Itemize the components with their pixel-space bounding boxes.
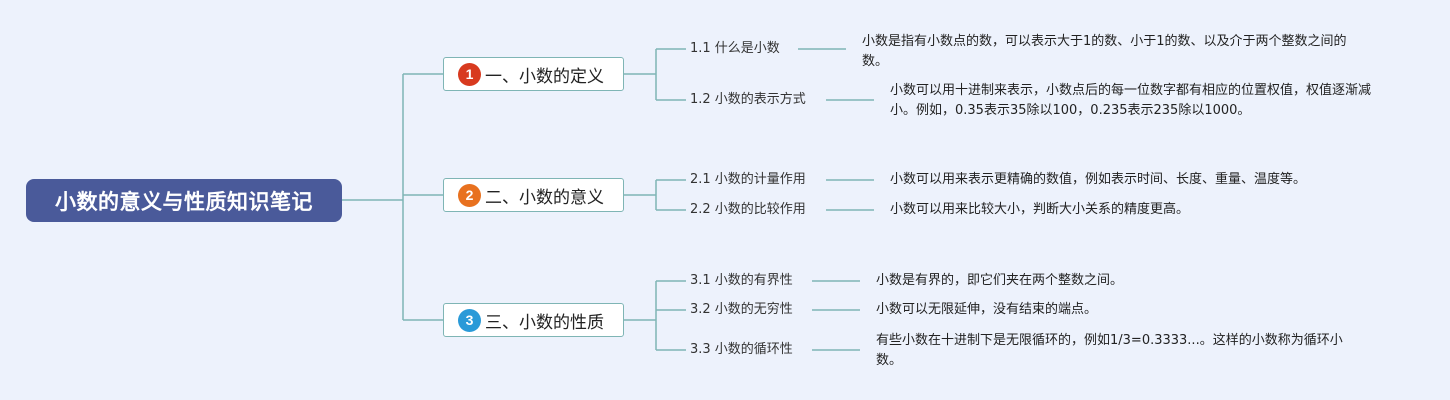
number-badge-icon: 1 [458, 62, 481, 86]
root-title: 小数的意义与性质知识笔记 [55, 189, 313, 214]
detail-1-2: 小数可以用十进制来表示，小数点后的每一位数字都有相应的位置权值，权值逐渐减小。例… [890, 83, 1372, 118]
topic-node-1[interactable]: 1 一、小数的定义 [443, 57, 624, 91]
subtopic-3-3[interactable]: 3.3 小数的循环性 [690, 342, 793, 357]
topic-label: 一、小数的定义 [485, 66, 604, 87]
subtopic-1-1[interactable]: 1.1 什么是小数 [690, 41, 780, 56]
topic-label: 三、小数的性质 [485, 312, 604, 333]
root-node[interactable]: 小数的意义与性质知识笔记 [26, 179, 342, 222]
detail-2-2: 小数可以用来比较大小，判断大小关系的精度更高。 [890, 202, 1190, 217]
number-badge-icon: 2 [458, 183, 481, 207]
subtopic-1-2[interactable]: 1.2 小数的表示方式 [690, 92, 806, 107]
topic-node-3[interactable]: 3 三、小数的性质 [443, 303, 624, 337]
detail-1-1: 小数是指有小数点的数，可以表示大于1的数、小于1的数、以及介于两个整数之间的数。 [862, 34, 1347, 69]
topic-node-2[interactable]: 2 二、小数的意义 [443, 178, 624, 212]
subtopic-2-2[interactable]: 2.2 小数的比较作用 [690, 202, 806, 217]
subtopic-3-2[interactable]: 3.2 小数的无穷性 [690, 302, 793, 317]
subtopic-3-1[interactable]: 3.1 小数的有界性 [690, 273, 793, 288]
detail-3-3: 有些小数在十进制下是无限循环的，例如1/3=0.3333...。这样的小数称为循… [876, 333, 1343, 368]
detail-3-1: 小数是有界的，即它们夹在两个整数之间。 [876, 273, 1124, 288]
topic-label: 二、小数的意义 [485, 187, 604, 208]
number-badge-icon: 3 [458, 308, 481, 332]
detail-2-1: 小数可以用来表示更精确的数值，例如表示时间、长度、重量、温度等。 [890, 172, 1307, 187]
detail-3-2: 小数可以无限延伸，没有结束的端点。 [876, 302, 1098, 317]
subtopic-2-1[interactable]: 2.1 小数的计量作用 [690, 172, 806, 187]
